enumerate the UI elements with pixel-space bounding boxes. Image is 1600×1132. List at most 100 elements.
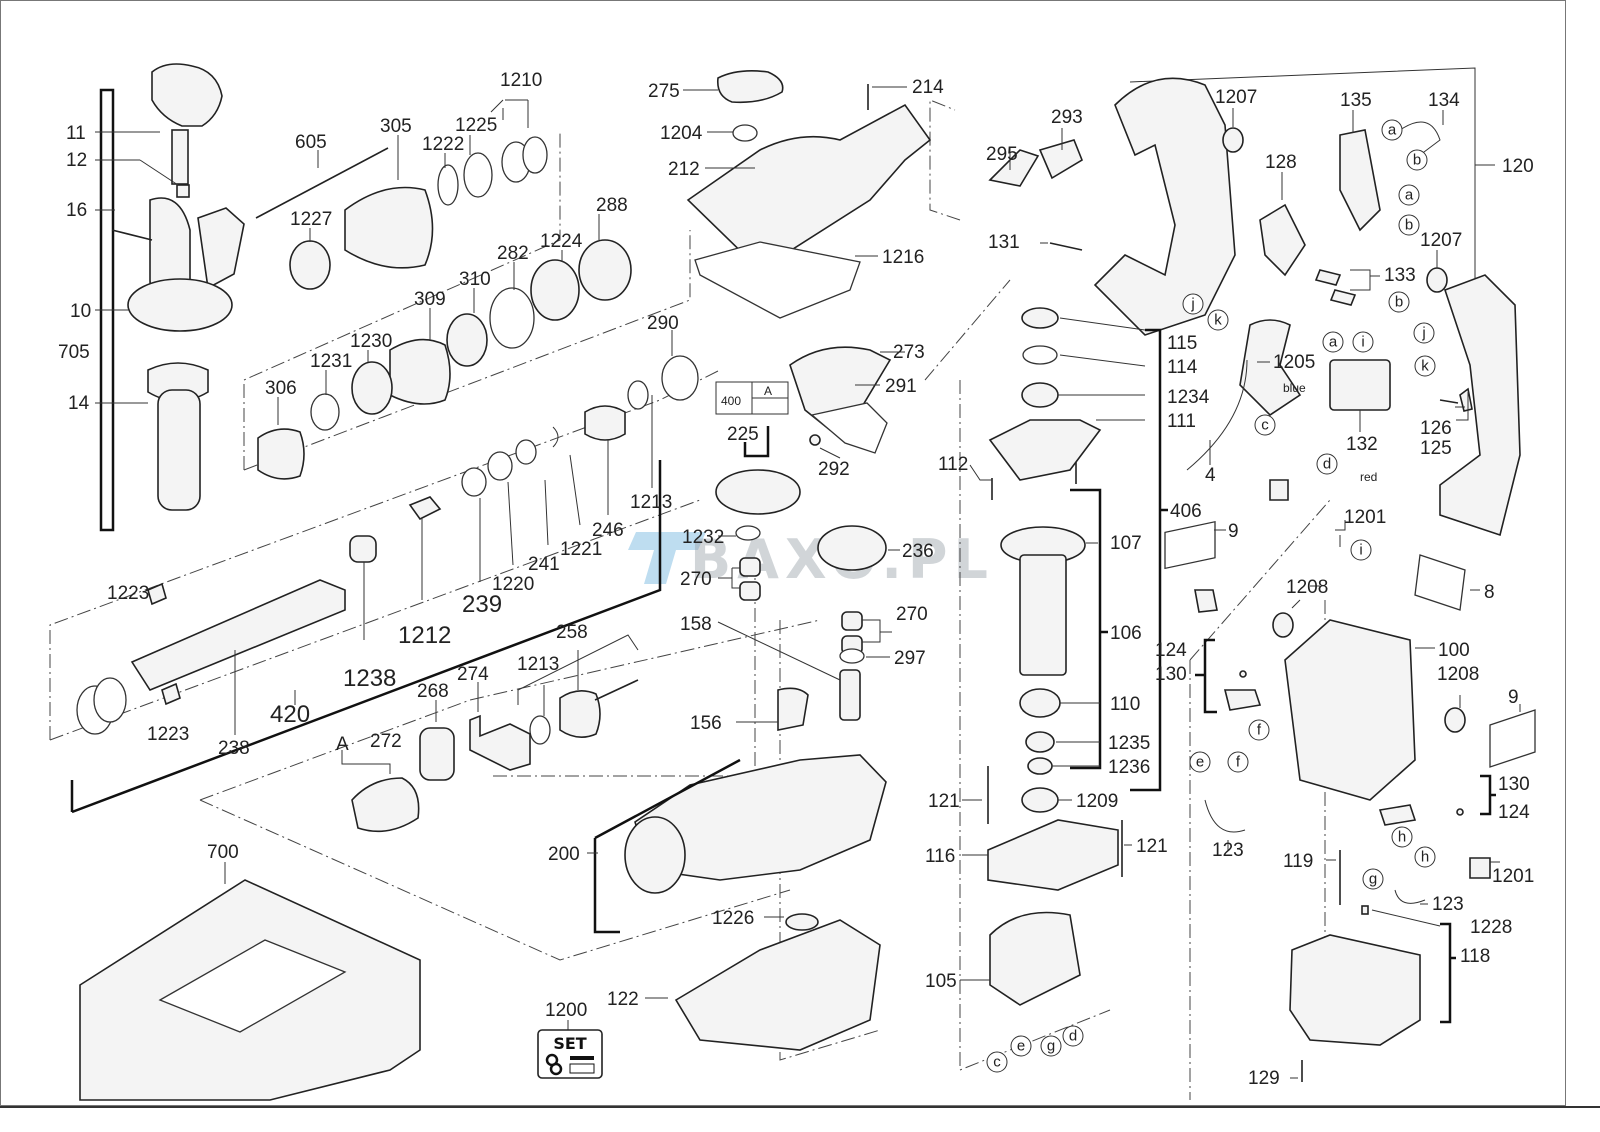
connector-i-1: i bbox=[1352, 331, 1374, 353]
svg-text:k: k bbox=[1421, 358, 1429, 375]
label-1236: 1236 bbox=[1108, 757, 1150, 778]
connector-g-2: g bbox=[1040, 1035, 1062, 1057]
part-292-screw bbox=[809, 434, 821, 446]
part-290-ring bbox=[661, 355, 699, 401]
part-1221-circlip bbox=[552, 426, 559, 448]
part-14-grip bbox=[157, 389, 201, 511]
label-1225: 1225 bbox=[455, 115, 497, 136]
connector-e-1: e bbox=[1189, 751, 1211, 773]
part-114-circlip bbox=[1022, 345, 1058, 365]
part-106-armature bbox=[1019, 554, 1067, 676]
label-128: 128 bbox=[1265, 152, 1297, 173]
svg-text:f: f bbox=[1257, 722, 1262, 739]
connector-d-1: d bbox=[1316, 453, 1338, 475]
label-241: 241 bbox=[528, 554, 560, 575]
side-handle-assembly: 11 12 16 10 705 14 bbox=[58, 63, 245, 532]
label-130-right: 130 bbox=[1498, 774, 1530, 795]
label-310: 310 bbox=[459, 269, 491, 290]
part-1208-grommet-b bbox=[1444, 707, 1466, 733]
label-112: 112 bbox=[938, 454, 968, 475]
diagram-frame bbox=[0, 0, 1566, 1106]
part-124-screw-b bbox=[1456, 808, 1464, 816]
svg-text:g: g bbox=[1047, 1038, 1055, 1055]
part-305-sleeve bbox=[344, 186, 434, 269]
svg-text:j: j bbox=[1190, 296, 1194, 313]
label-268: 268 bbox=[417, 681, 449, 702]
label-14: 14 bbox=[68, 393, 90, 414]
label-110: 110 bbox=[1110, 694, 1140, 715]
connector-a-1: a bbox=[1381, 119, 1403, 141]
part-130-brush-holder-a bbox=[1223, 689, 1262, 711]
part-200-gear-housing bbox=[634, 754, 887, 881]
label-115: 115 bbox=[1167, 333, 1197, 354]
part-274-plate bbox=[469, 714, 531, 771]
part-ring-front-b bbox=[93, 677, 127, 723]
part-605-rod bbox=[255, 147, 389, 219]
part-236-crank-gear bbox=[817, 525, 887, 571]
part-11-strap bbox=[171, 129, 189, 185]
part-1230-ring bbox=[351, 361, 393, 415]
connector-i-2: i bbox=[1350, 539, 1372, 561]
label-270-left: 270 bbox=[680, 569, 712, 590]
part-131-screw bbox=[1049, 242, 1083, 251]
svg-text:i: i bbox=[1359, 542, 1362, 559]
part-310-ring bbox=[446, 313, 488, 367]
part-1236-washer bbox=[1027, 757, 1053, 775]
part-4-cable bbox=[1186, 359, 1248, 471]
part-1201-connector-b bbox=[1469, 857, 1491, 879]
part-9-label-b bbox=[1489, 709, 1536, 768]
svg-text:b: b bbox=[1395, 294, 1403, 311]
label-129: 129 bbox=[1248, 1068, 1280, 1089]
part-1201-wire bbox=[1335, 520, 1346, 547]
part-282-spring-ring bbox=[489, 287, 535, 349]
part-123-lead-a bbox=[1204, 799, 1246, 833]
set-label: SET bbox=[553, 1034, 586, 1053]
section-marker-a: A bbox=[336, 734, 349, 755]
label-121-right: 121 bbox=[1136, 836, 1168, 857]
svg-text:a: a bbox=[1405, 187, 1414, 204]
part-128-switch-cover bbox=[1259, 203, 1306, 277]
label-1234: 1234 bbox=[1167, 387, 1210, 408]
connector-e-2: e bbox=[1010, 1035, 1032, 1057]
connector-d-2: d bbox=[1062, 1025, 1084, 1047]
label-272: 272 bbox=[370, 731, 402, 752]
part-288-nut bbox=[578, 239, 632, 301]
label-100: 100 bbox=[1438, 640, 1470, 661]
label-406: 406 bbox=[1170, 501, 1202, 522]
label-124-left: 124 bbox=[1155, 640, 1187, 661]
connector-b-2: b bbox=[1398, 214, 1420, 236]
part-1235-bearing bbox=[1025, 731, 1055, 753]
gear-selector-assembly: 258 1213 274 268 272 A bbox=[336, 622, 639, 833]
label-1230: 1230 bbox=[350, 331, 392, 352]
label-605: 605 bbox=[295, 132, 327, 153]
label-119: 119 bbox=[1283, 851, 1313, 872]
part-135-switch-housing bbox=[1339, 129, 1381, 232]
label-156: 156 bbox=[690, 713, 722, 734]
svg-text:e: e bbox=[1196, 754, 1204, 771]
label-1201-bottom: 1201 bbox=[1492, 866, 1534, 887]
label-1213-lower: 1213 bbox=[517, 654, 559, 675]
svg-text:f: f bbox=[1236, 754, 1241, 771]
part-225-gear bbox=[715, 469, 801, 515]
part-122-gear-cover bbox=[674, 919, 881, 1051]
label-1228: 1228 bbox=[1470, 917, 1512, 938]
part-156-bushing bbox=[777, 687, 809, 731]
label-106: 106 bbox=[1110, 623, 1142, 644]
part-258-connecting-rod-piston bbox=[559, 690, 601, 738]
connector-c-1: c bbox=[1254, 414, 1276, 436]
part-291-plate bbox=[810, 402, 888, 454]
armature-assembly: 115 114 1234 111 112 107 106 406 110 123… bbox=[925, 307, 1210, 1006]
label-134: 134 bbox=[1428, 90, 1460, 111]
label-1216: 1216 bbox=[882, 247, 924, 268]
label-1220: 1220 bbox=[492, 574, 534, 595]
label-10: 10 bbox=[70, 301, 91, 322]
label-305: 305 bbox=[380, 116, 412, 137]
label-1227: 1227 bbox=[290, 209, 332, 230]
label-1207-top: 1207 bbox=[1215, 87, 1257, 108]
label-1212: 1212 bbox=[398, 622, 451, 649]
label-4: 4 bbox=[1205, 465, 1216, 486]
label-1207-right: 1207 bbox=[1420, 230, 1462, 251]
svg-text:d: d bbox=[1069, 1028, 1077, 1045]
part-10-guard bbox=[127, 278, 233, 332]
watermark-logo-icon bbox=[628, 532, 706, 584]
